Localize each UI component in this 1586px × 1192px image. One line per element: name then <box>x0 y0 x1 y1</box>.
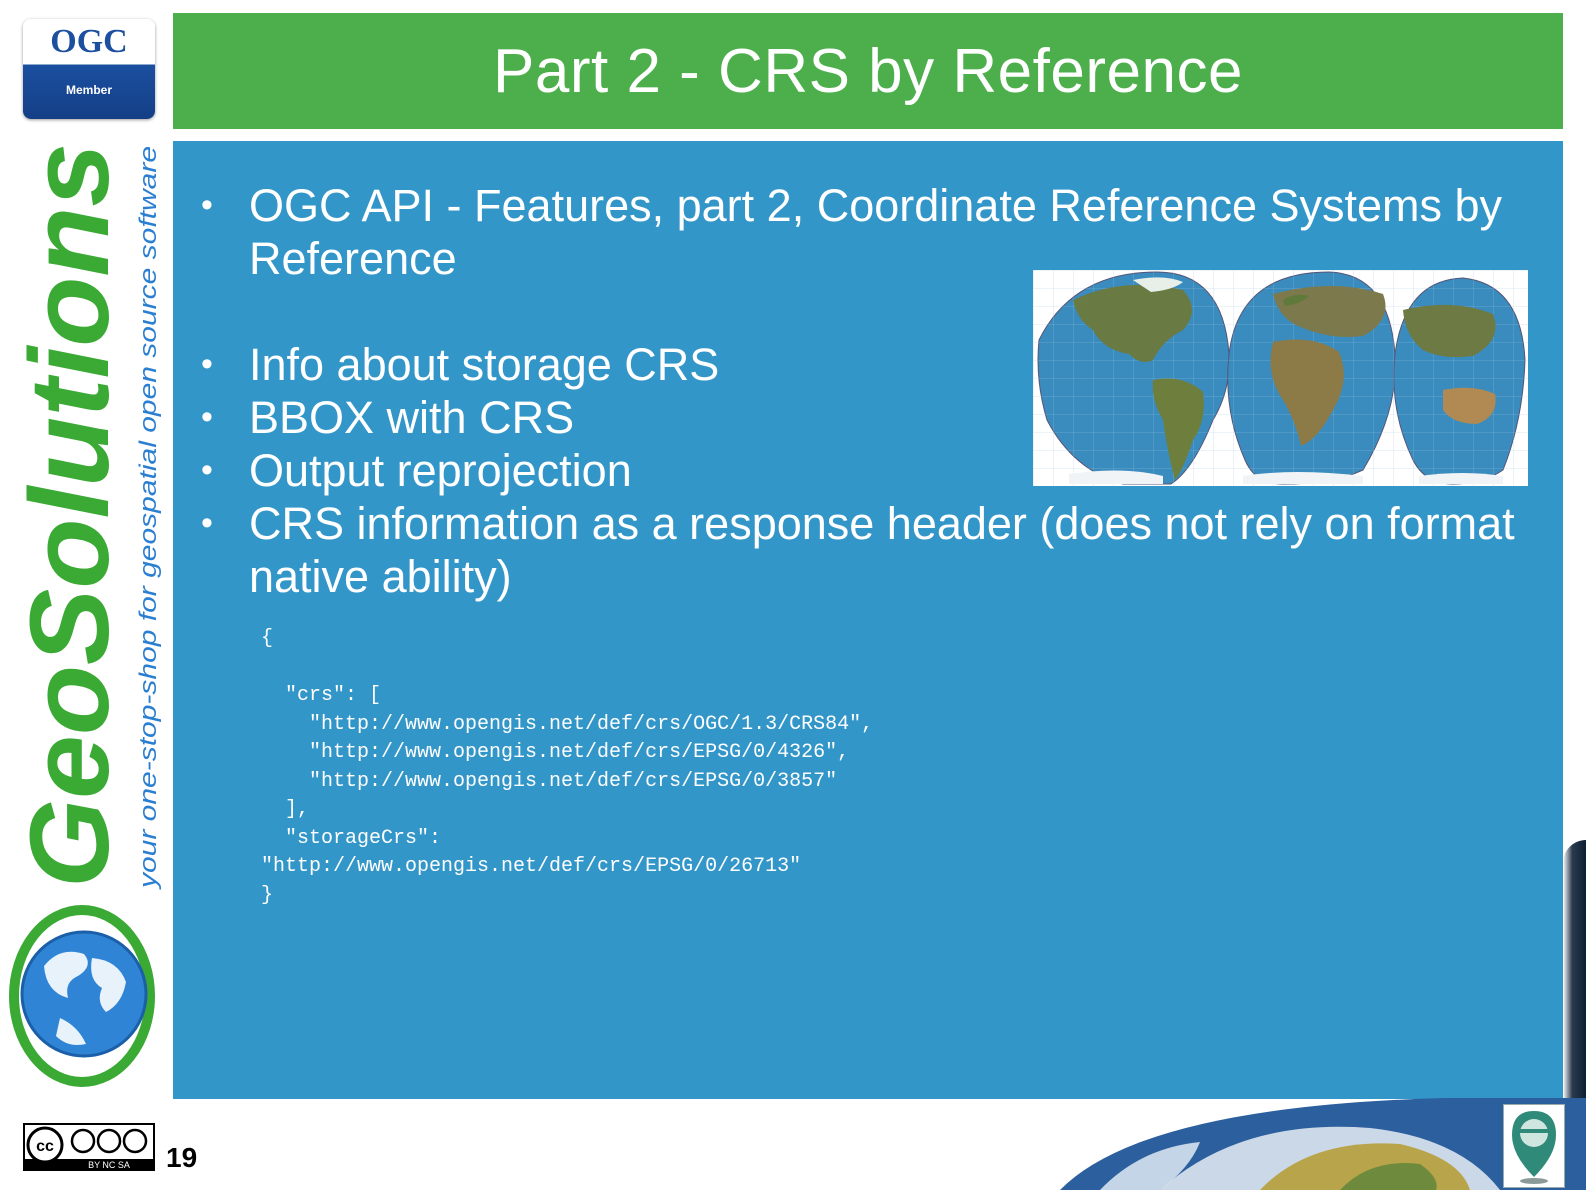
bullet-item: Info about storage CRS <box>201 338 1541 391</box>
ogc-logo-text: OGC <box>50 23 128 60</box>
tagline: your one-stop-shop for geospatial open s… <box>135 146 162 890</box>
bullet-item: Output reprojection <box>201 444 1541 497</box>
title-bar: Part 2 - CRS by Reference <box>173 13 1563 129</box>
bullet-item: CRS information as a response header (do… <box>201 497 1541 603</box>
cc-svg: cc BY NC SA <box>25 1125 153 1170</box>
bullet-item: OGC API - Features, part 2, Coordinate R… <box>201 179 1541 285</box>
ogc-member-label: Member <box>65 83 112 97</box>
earth-image <box>1040 1098 1586 1190</box>
bullet-item: BBOX with CRS <box>201 391 1541 444</box>
svg-text:cc: cc <box>36 1138 54 1155</box>
page-number: 19 <box>166 1142 198 1173</box>
earth-edge-image <box>1563 840 1586 1100</box>
location-pin-icon <box>1503 1104 1565 1188</box>
code-sample: { "crs": [ "http://www.opengis.net/def/c… <box>261 627 874 907</box>
geosolutions-branding: GeoSolutions your one-stop-shop for geos… <box>0 128 172 1098</box>
bullet-list: OGC API - Features, part 2, Coordinate R… <box>201 179 1541 603</box>
location-pin-svg <box>1512 1111 1556 1184</box>
globe-logo <box>9 905 155 1087</box>
earth-svg <box>1060 1098 1586 1190</box>
brand-svg: GeoSolutions your one-stop-shop for geos… <box>7 143 162 1087</box>
slide-title: Part 2 - CRS by Reference <box>493 36 1243 106</box>
company-name: GeoSolutions <box>7 143 132 888</box>
world-map-image <box>1033 270 1528 486</box>
creative-commons-icon: cc BY NC SA <box>23 1123 155 1171</box>
world-map-svg <box>1033 270 1528 486</box>
ogc-member-badge: OGC Member <box>23 19 155 119</box>
license-text: BY NC SA <box>88 1160 130 1169</box>
